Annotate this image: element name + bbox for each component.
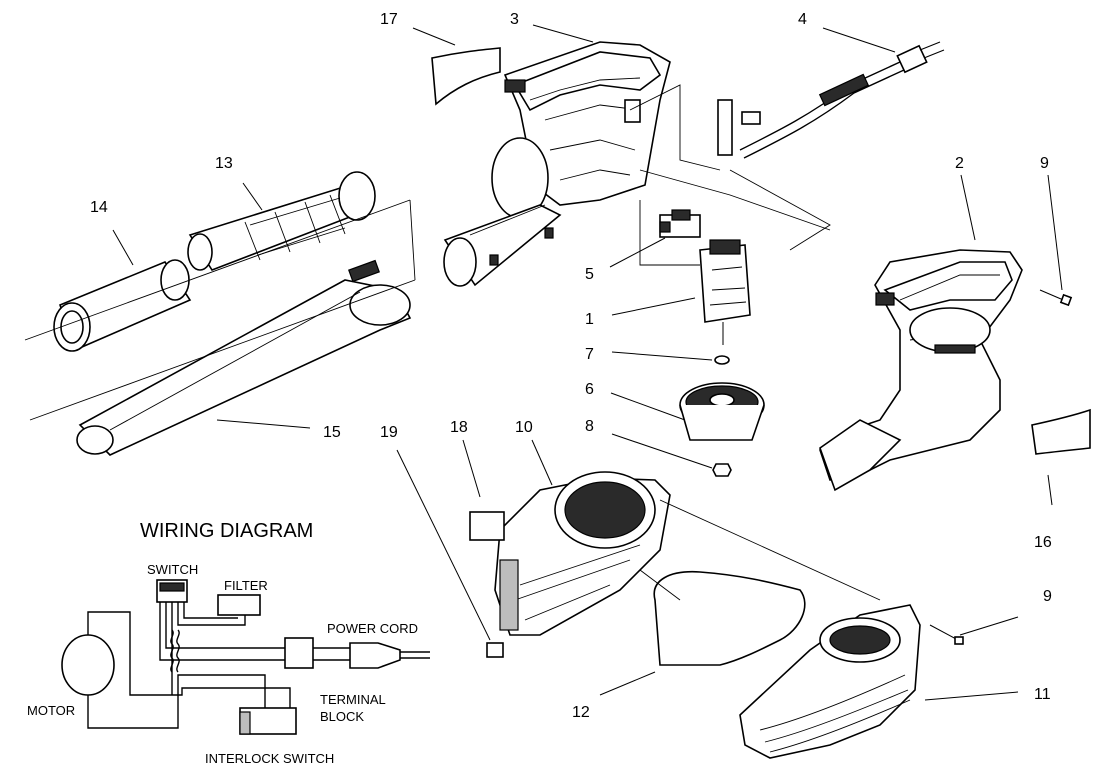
assembly-guide-lines bbox=[24, 84, 881, 601]
callout-15: 15 bbox=[323, 424, 341, 441]
terminal-block-label-line2: BLOCK bbox=[320, 709, 364, 724]
filter-symbol bbox=[217, 594, 261, 616]
callout-14: 14 bbox=[90, 199, 108, 216]
motor-part-1 bbox=[699, 239, 751, 345]
callout-18: 18 bbox=[450, 419, 468, 436]
nozzle-part-13 bbox=[187, 171, 376, 271]
callout-leaders bbox=[112, 24, 1063, 701]
fan-impeller-part-6 bbox=[679, 382, 765, 441]
washer-part-7 bbox=[714, 355, 730, 365]
callout-4: 4 bbox=[798, 11, 807, 28]
callout-13: 13 bbox=[215, 155, 233, 172]
interlock-switch-label: INTERLOCK SWITCH bbox=[205, 751, 334, 766]
wiring-diagram: WIRING DIAGRAM SWITCH FILTER POWER CORD … bbox=[27, 520, 430, 766]
callout-10: 10 bbox=[515, 419, 533, 436]
callout-6: 6 bbox=[585, 381, 594, 398]
callout-1: 1 bbox=[585, 311, 594, 328]
tube-part-14 bbox=[53, 259, 192, 352]
wiring-diagram-title: WIRING DIAGRAM bbox=[140, 520, 313, 542]
callout-9b: 9 bbox=[1043, 588, 1052, 605]
upper-housing-part-3 bbox=[443, 41, 671, 287]
callout-16: 16 bbox=[1034, 534, 1052, 551]
callout-8: 8 bbox=[585, 418, 594, 435]
motor-symbol bbox=[61, 634, 115, 696]
nut-part-8 bbox=[712, 463, 732, 477]
callout-5: 5 bbox=[585, 266, 594, 283]
motor-label: MOTOR bbox=[27, 703, 75, 718]
wiring-lines bbox=[87, 602, 350, 729]
lower-housing-part-10 bbox=[494, 471, 671, 636]
callout-numbers: 17 3 4 13 14 2 9 5 1 7 6 8 15 19 18 10 1… bbox=[90, 11, 1052, 721]
filter-part-12 bbox=[653, 570, 806, 666]
callout-9a: 9 bbox=[1040, 155, 1049, 172]
terminal-block-label-line1: TERMINAL bbox=[320, 692, 386, 707]
callout-11: 11 bbox=[1034, 686, 1051, 703]
switch-label: SWITCH bbox=[147, 562, 198, 577]
terminal-block-part-5 bbox=[659, 209, 701, 238]
label-part-17 bbox=[431, 47, 501, 106]
callout-19: 19 bbox=[380, 424, 398, 441]
callout-3: 3 bbox=[510, 11, 519, 28]
callout-7: 7 bbox=[585, 346, 594, 363]
collection-housing-part-11 bbox=[739, 604, 964, 759]
label-part-19 bbox=[486, 642, 504, 658]
callout-2: 2 bbox=[955, 155, 964, 172]
label-part-16 bbox=[1031, 408, 1091, 455]
assembled-blower-part-2 bbox=[819, 249, 1073, 492]
callout-17: 17 bbox=[380, 11, 398, 28]
filter-label: FILTER bbox=[224, 578, 268, 593]
power-cord-part-4 bbox=[717, 41, 945, 159]
power-cord-label: POWER CORD bbox=[327, 621, 418, 636]
power-cord-symbol bbox=[284, 637, 314, 669]
label-part-18 bbox=[469, 511, 505, 541]
callout-12: 12 bbox=[572, 704, 590, 721]
